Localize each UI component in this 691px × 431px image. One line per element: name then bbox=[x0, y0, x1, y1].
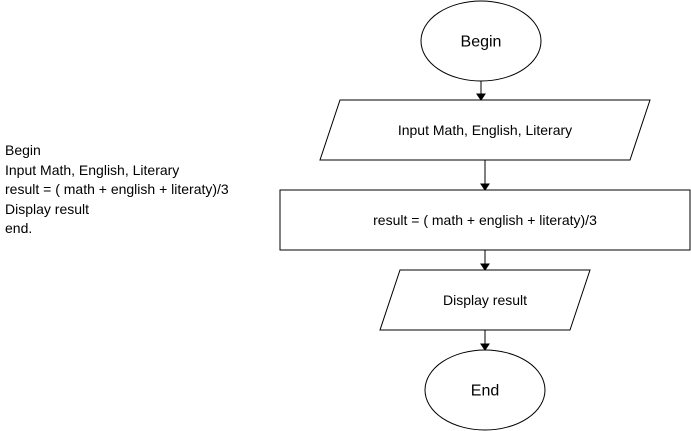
end-label: End bbox=[471, 383, 499, 400]
edge-process-to-display bbox=[480, 250, 490, 271]
pseudocode-line-begin: Begin bbox=[5, 142, 41, 158]
end-terminator-shape bbox=[424, 349, 546, 431]
end-node: End bbox=[424, 349, 546, 431]
edge-input-to-process bbox=[480, 160, 490, 191]
process-label: result = ( math + english + literaty)/3 bbox=[373, 212, 597, 228]
process-rectangle-shape bbox=[279, 189, 691, 251]
pseudocode-line-result: result = ( math + english + literaty)/3 bbox=[5, 181, 229, 198]
begin-terminator-shape bbox=[420, 0, 542, 82]
display-parallelogram-shape bbox=[379, 269, 591, 331]
process-node: result = ( math + english + literaty)/3 bbox=[279, 189, 691, 251]
edge-display-to-end bbox=[480, 330, 490, 351]
display-node: Display result bbox=[379, 269, 591, 331]
display-label: Display result bbox=[443, 292, 527, 308]
input-node: Input Math, English, Literary bbox=[319, 99, 651, 161]
begin-node: Begin bbox=[420, 0, 542, 82]
edge-begin-to-input bbox=[476, 81, 486, 101]
pseudocode-line-end: end. bbox=[5, 220, 33, 237]
begin-label: Begin bbox=[461, 34, 502, 51]
input-parallelogram-shape bbox=[319, 99, 651, 161]
flowchart-edges bbox=[476, 81, 490, 351]
pseudocode-line-display: Display result bbox=[5, 200, 90, 217]
input-label: Input Math, English, Literary bbox=[398, 122, 572, 138]
pseudocode-line-input: Input Math, English, Literary bbox=[5, 161, 180, 178]
pseudocode-block: Begin Input Math, English, Literary resu… bbox=[5, 141, 229, 239]
